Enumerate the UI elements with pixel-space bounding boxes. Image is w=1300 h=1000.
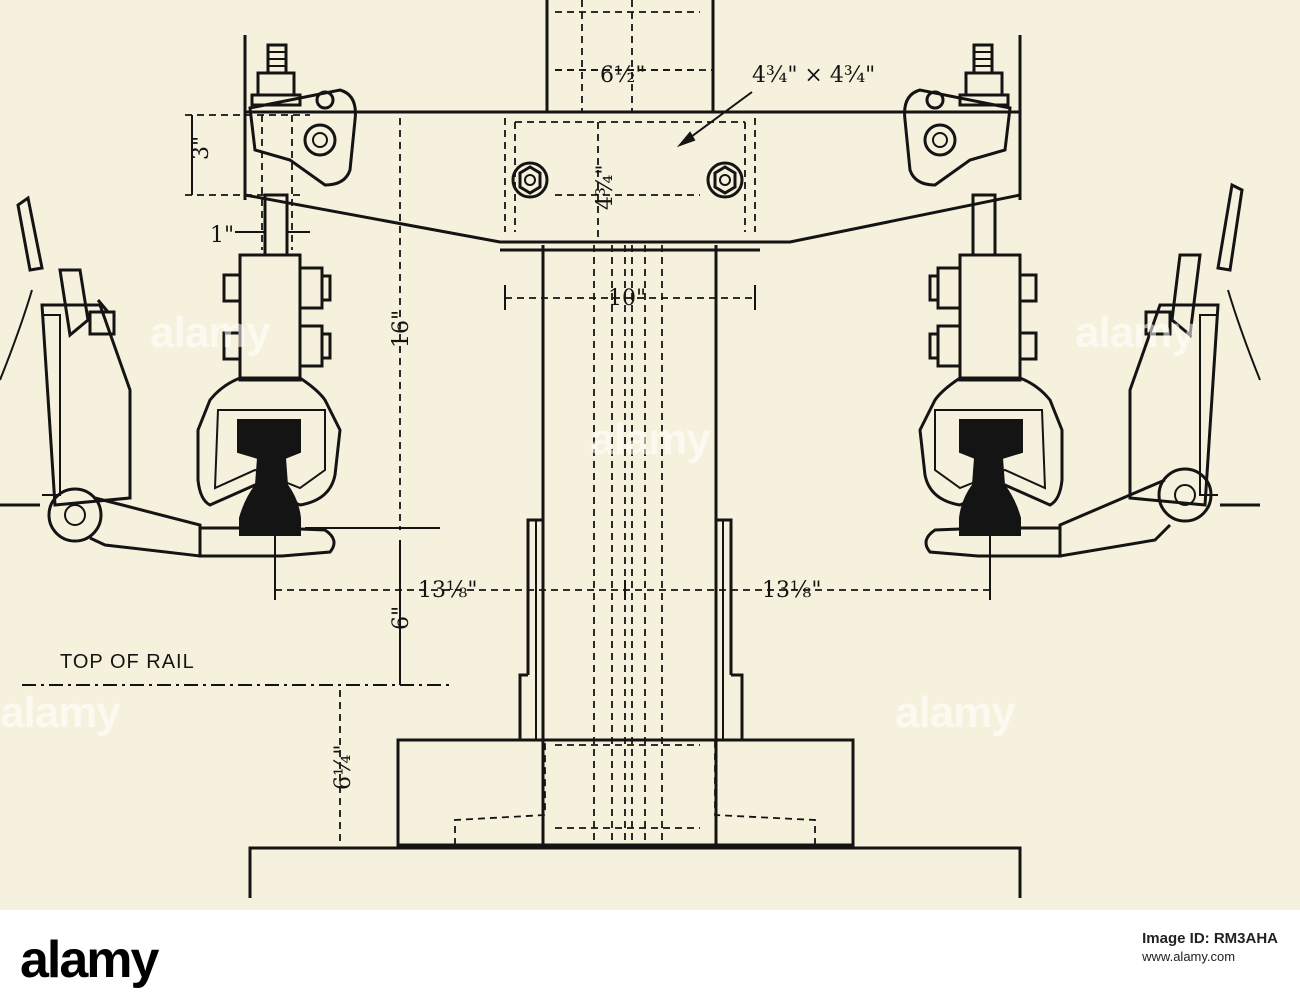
dim-left-gauge: 13⅛": [418, 578, 477, 603]
site-url: www.alamy.com: [1142, 949, 1236, 964]
watermark-5: alamy: [895, 688, 1016, 737]
dim-bolt-spacing: 4¾": [593, 165, 618, 210]
crosshead-beam: [243, 110, 1022, 252]
dimension-labels: 6½" 4¾" × 4¾" 3" 4¾" 1" 16" 10" 13⅛" 13⅛…: [60, 63, 875, 790]
dim-rail-clearance: 6": [389, 606, 414, 630]
stock-footer: alamy Image ID: RM3AHA www.alamy.com: [0, 910, 1300, 1000]
dim-right-gauge: 13⅛": [762, 578, 821, 603]
dim-top-gap: 3": [189, 136, 214, 160]
beam-bolt-left: [511, 161, 549, 199]
watermark-1: alamy: [150, 308, 271, 357]
center-post: [518, 0, 744, 845]
top-of-rail-label: TOP OF RAIL: [60, 651, 195, 673]
third-rail-shoe-diagram: 6½" 4¾" × 4¾" 3" 4¾" 1" 16" 10" 13⅛" 13⅛…: [0, 0, 1261, 898]
left-shoe-assembly: [0, 35, 357, 558]
beam-bolt-right: [706, 161, 744, 199]
dimension-lines: [22, 69, 991, 845]
dim-shoe-width: 1": [210, 223, 234, 248]
dim-shoe-height: 16": [389, 310, 414, 348]
watermark-3: alamy: [1075, 308, 1196, 357]
dim-base-width: 10": [608, 286, 646, 311]
dim-bracket-size: 4¾" × 4¾": [752, 63, 875, 88]
watermark-4: alamy: [0, 688, 121, 737]
right-shoe-assembly: [903, 35, 1261, 558]
dim-top-post: 6½": [600, 63, 645, 88]
watermark-2: alamy: [590, 415, 711, 464]
alamy-logo: alamy: [20, 931, 159, 989]
base-footing: [248, 738, 1022, 898]
image-id: Image ID: RM3AHA: [1142, 930, 1278, 947]
left-third-rail: [237, 419, 301, 536]
left-clamp-bolts: [222, 266, 332, 368]
image-meta: Image ID: RM3AHA www.alamy.com: [1142, 930, 1278, 966]
dim-rail-to-base: 6¼": [331, 745, 356, 790]
